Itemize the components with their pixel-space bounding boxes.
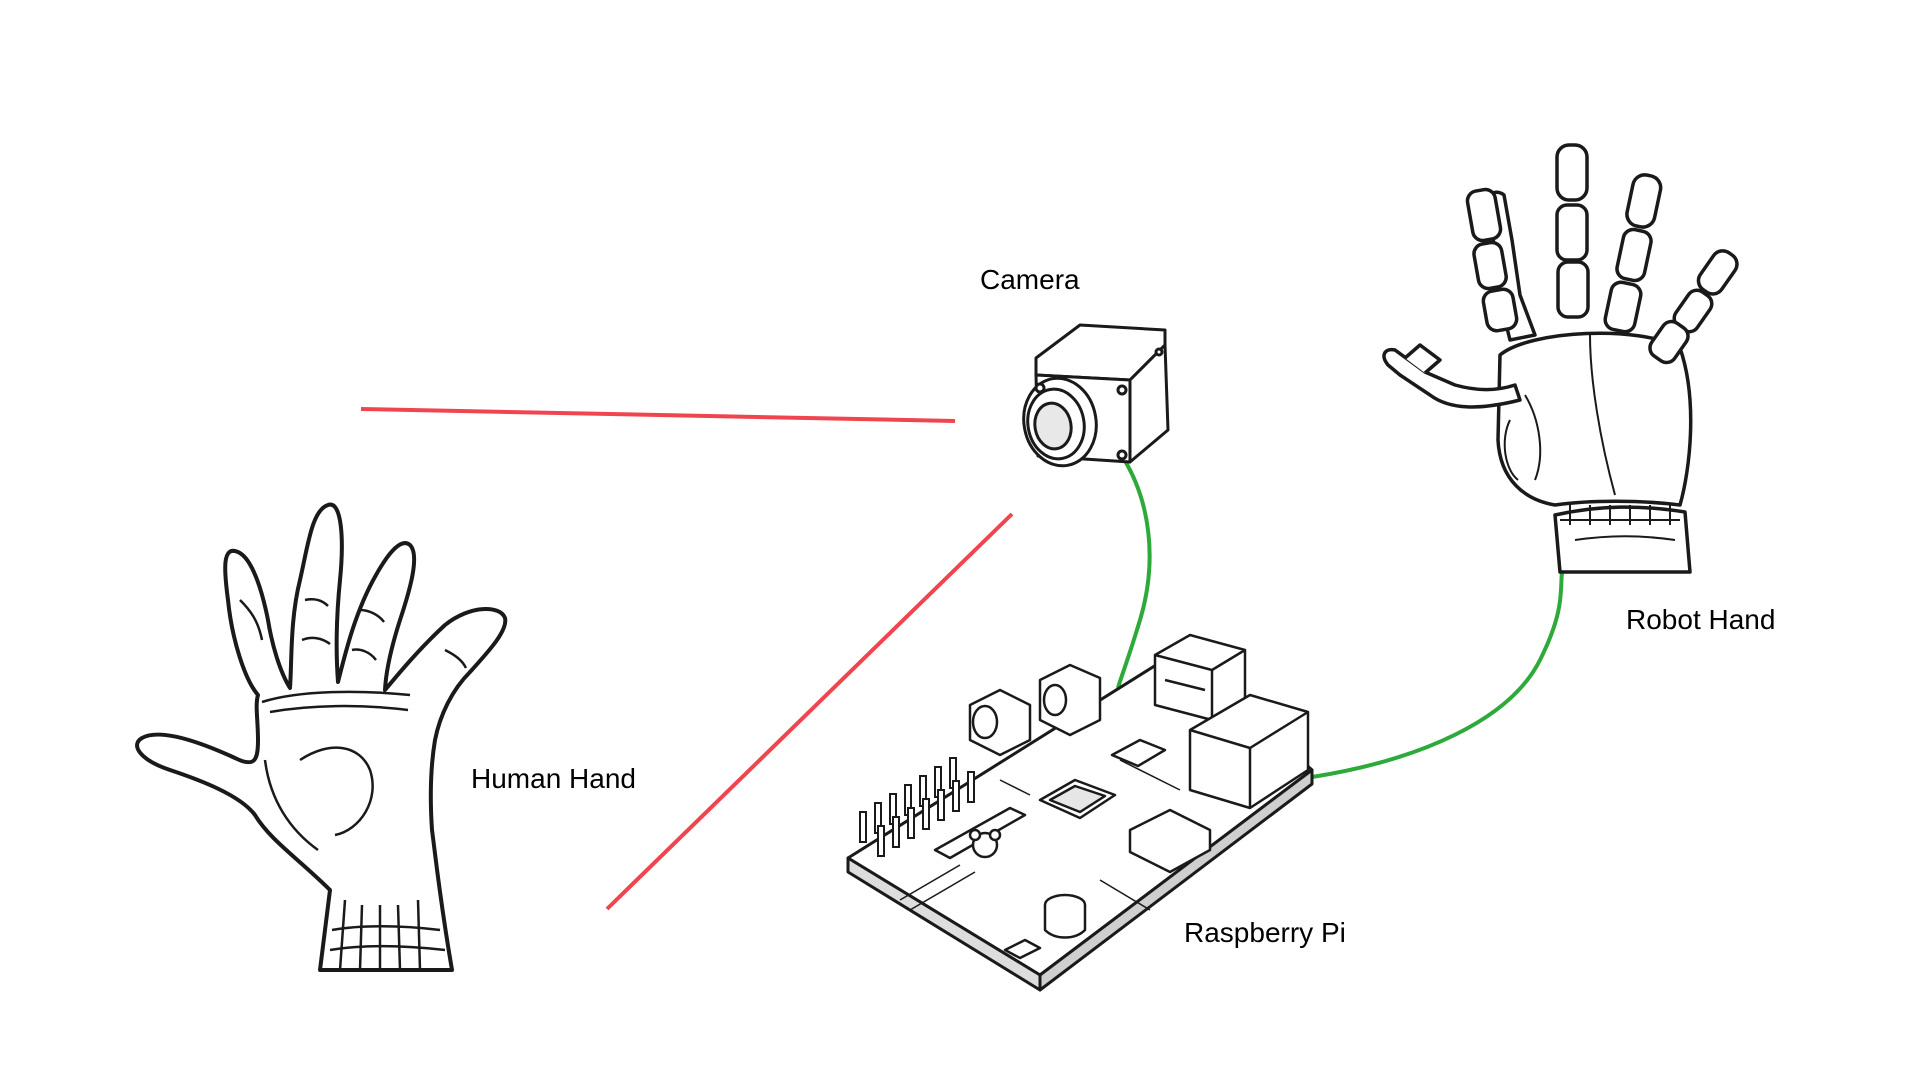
robot-hand-label: Robot Hand	[1626, 604, 1776, 635]
cable-pi-to-robot-hand	[1311, 571, 1564, 779]
human-hand-label: Human Hand	[471, 763, 636, 794]
sight-line-upper	[360, 407, 956, 423]
sight-line-lower	[605, 512, 1014, 911]
raspberry-pi-label: Raspberry Pi	[1184, 917, 1346, 948]
cable-camera-to-pi	[1116, 454, 1152, 689]
camera-label: Camera	[980, 264, 1080, 295]
